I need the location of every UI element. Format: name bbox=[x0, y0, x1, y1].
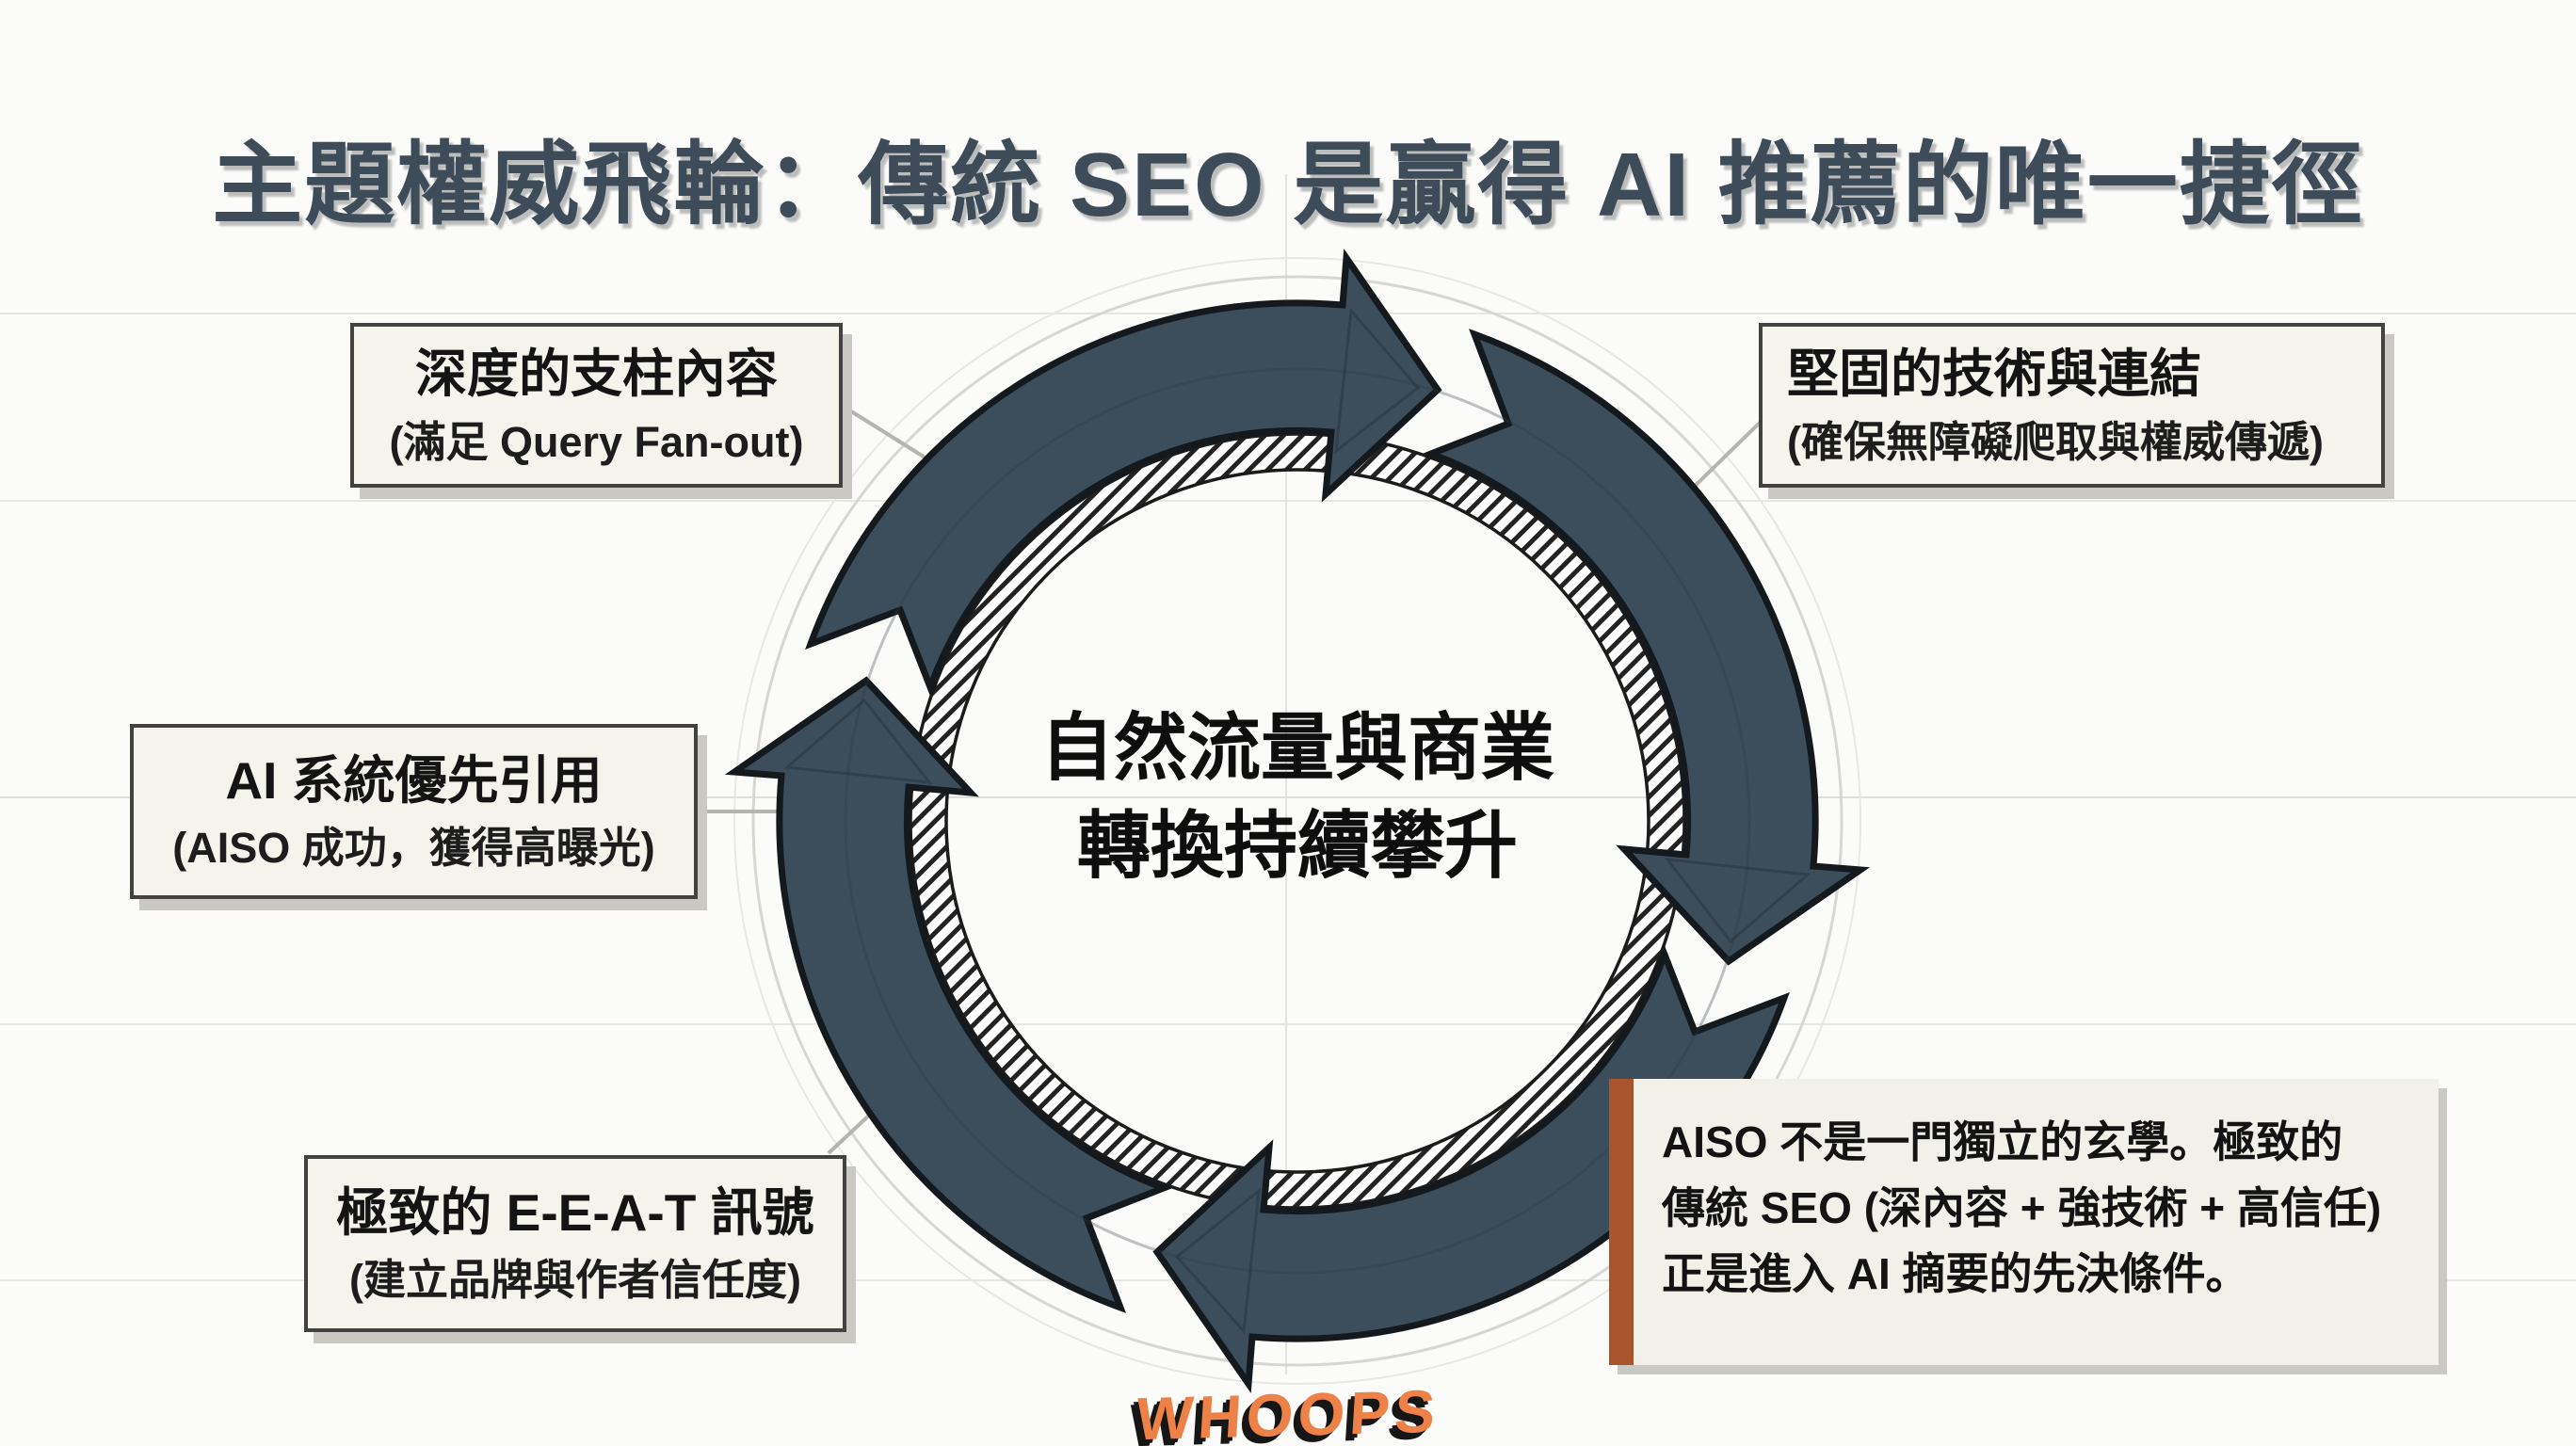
callout-line3: 正是進入 AI 摘要的先決條件。 bbox=[1662, 1249, 2249, 1298]
node-tech-links: 堅固的技術與連結 (確保無障礙爬取與權威傳遞) bbox=[1759, 323, 2385, 488]
arrow-left bbox=[724, 676, 1173, 1313]
page-title: 主題權威飛輪：傳統 SEO 是贏得 AI 推薦的唯一捷徑 bbox=[212, 135, 2364, 235]
node-pillar-content-label: 深度的支柱內容 bbox=[414, 345, 778, 403]
whoops-watermark-logo: WHOOPS bbox=[1134, 1376, 1442, 1446]
node-ai-citation-sublabel: (AISO 成功，獲得高曝光) bbox=[172, 824, 655, 873]
callout-accent-bar bbox=[1609, 1079, 1634, 1365]
node-eeat-signals-sublabel: (建立品牌與作者信任度) bbox=[349, 1256, 801, 1305]
node-pillar-content-sublabel: (滿足 Query Fan-out) bbox=[389, 417, 804, 466]
node-ai-citation: AI 系統優先引用 (AISO 成功，獲得高曝光) bbox=[130, 724, 698, 899]
pencil-sketch-lines bbox=[783, 307, 1811, 1335]
callout-line1: AISO 不是一門獨立的玄學。極致的 bbox=[1662, 1117, 2343, 1166]
arrow-right bbox=[1422, 329, 1871, 966]
flywheel-center-line1: 自然流量與商業 bbox=[1039, 706, 1554, 789]
node-eeat-signals: 極致的 E-E-A-T 訊號 (建立品牌與作者信任度) bbox=[304, 1155, 846, 1332]
node-tech-links-sublabel: (確保無障礙爬取與權威傳遞) bbox=[1787, 417, 2324, 466]
sketch-circles bbox=[733, 257, 1861, 1385]
flywheel-center-label: 自然流量與商業 轉換持續攀升 bbox=[963, 699, 1632, 894]
flywheel-center-line2: 轉換持續攀升 bbox=[1076, 804, 1518, 887]
node-pillar-content: 深度的支柱內容 (滿足 Query Fan-out) bbox=[350, 323, 843, 488]
callout-line2: 傳統 SEO (深內容 + 強技術 + 高信任) bbox=[1662, 1183, 2382, 1232]
cycle-arrows bbox=[724, 248, 1871, 1394]
node-ai-citation-label: AI 系統優先引用 bbox=[225, 750, 603, 810]
arrow-top bbox=[805, 248, 1442, 697]
callout-box: AISO 不是一門獨立的玄學。極致的 傳統 SEO (深內容 + 強技術 + 高… bbox=[1609, 1079, 2439, 1365]
node-tech-links-label: 堅固的技術與連結 bbox=[1787, 345, 2202, 403]
node-eeat-signals-label: 極致的 E-E-A-T 訊號 bbox=[336, 1182, 814, 1242]
hatched-ring bbox=[909, 432, 1686, 1210]
